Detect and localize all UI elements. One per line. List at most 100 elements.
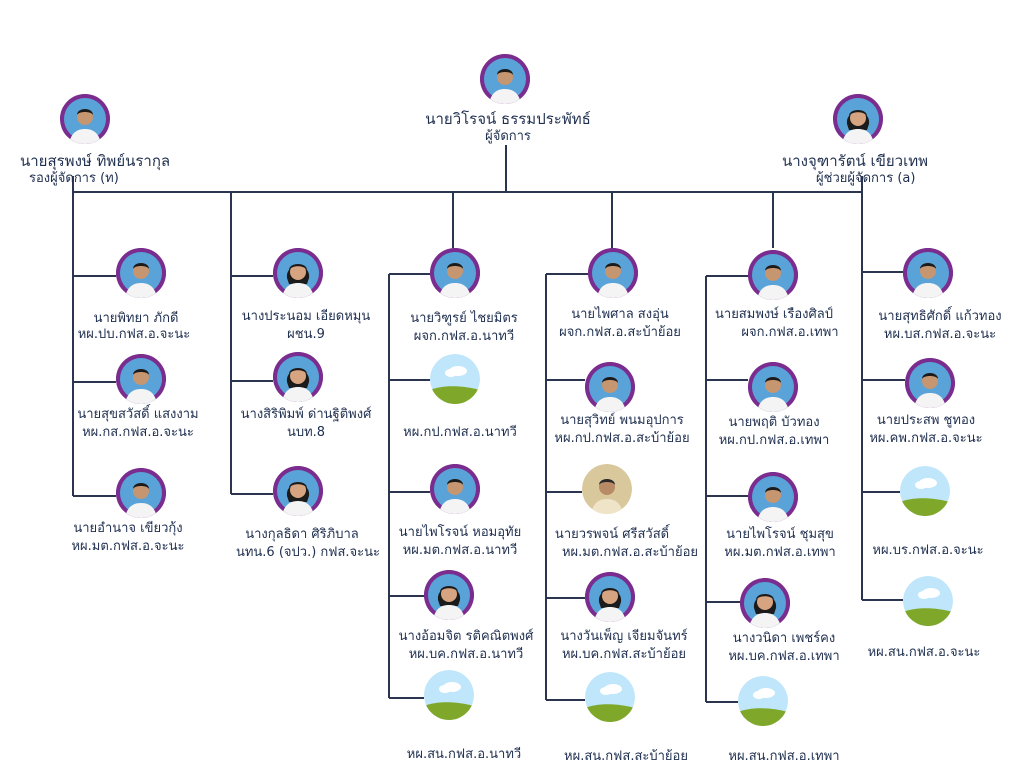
male-portrait-icon [748, 250, 798, 300]
position-title: หผ.สน.กฟส.อ.เทพา [728, 749, 840, 764]
female-portrait-icon [740, 578, 790, 628]
person-title: หผ.มต.กฟส.อ.สะบ้าย้อย [561, 545, 699, 560]
placeholder-landscape-icon [903, 576, 953, 626]
person-name: นางอ้อมจิต รติคณิตพงศ์ [398, 629, 534, 644]
person-photo [748, 472, 798, 522]
person-name: นายพิทยา ภักดี [93, 311, 179, 326]
male-portrait-icon [430, 464, 480, 514]
female-portrait-icon [585, 572, 635, 622]
female-portrait-icon [273, 352, 323, 402]
person-title: หผ.กส.กฟส.อ.จะนะ [82, 425, 194, 440]
deputy-title: รองผู้จัดการ (ท) [29, 171, 119, 186]
person-name: นางวันเพ็ญ เจียมจันทร์ [560, 629, 688, 644]
person-title: ผชน.9 [287, 327, 325, 342]
person-title: นทน.6 (จปว.) กฟส.จะนะ [235, 545, 381, 560]
person-photo [585, 362, 635, 412]
male-portrait-icon [116, 248, 166, 298]
female-portrait-icon [273, 466, 323, 516]
person-title: หผ.ปบ.กฟส.อ.จะนะ [77, 327, 191, 342]
person-name: นายสุทธิศักดิ์ แก้วทอง [878, 309, 1002, 324]
person-photo [903, 248, 953, 298]
person-photo [116, 248, 166, 298]
person-title: ผจก.กฟส.อ.นาทวี [413, 329, 515, 344]
person-photo [905, 358, 955, 408]
person-name: นายอำนาจ เขียวกุ้ง [73, 521, 183, 536]
male-portrait-icon [585, 362, 635, 412]
person-name: นายวรพจน์ ศรีสวัสดิ์ [554, 527, 670, 542]
person-photo [582, 464, 632, 514]
person-title: หผ.กป.กฟส.อ.สะบ้าย้อย [554, 431, 690, 446]
position-title: หผ.สน.กฟส.อ.จะนะ [867, 645, 981, 660]
person-name: นางสิริพิมพ์ ด่านฐิติพงศ์ [240, 407, 372, 422]
person-name: นายสุขสวัสดิ์ แสงงาม [77, 407, 199, 422]
male-portrait-icon [116, 468, 166, 518]
person-name: นายไพโรจน์ ชุมสุข [726, 527, 834, 542]
female-portrait-icon [833, 94, 883, 144]
assistant-title: ผู้ช่วยผู้จัดการ (a) [816, 171, 916, 186]
placeholder-landscape-icon [430, 354, 480, 404]
deputy-photo [60, 94, 110, 144]
person-name: นายพฤติ บัวทอง [728, 415, 820, 430]
position-title: หผ.บร.กฟส.อ.จะนะ [872, 543, 984, 558]
person-title: หผ.กป.กฟส.อ.เทพา [718, 433, 830, 448]
person-photo [748, 362, 798, 412]
person-title: หผ.บค.กฟส.สะบ้าย้อย [561, 647, 687, 662]
male-portrait-icon [480, 54, 530, 104]
male-portrait-icon [116, 354, 166, 404]
person-photo [585, 572, 635, 622]
position-title: หผ.สน.กฟส.อ.นาทวี [406, 747, 522, 762]
male-portrait-icon [430, 248, 480, 298]
manager-name: นายวิโรจน์ ธรรมประพัทธ์ [425, 110, 591, 128]
assistant-photo [833, 94, 883, 144]
male-portrait-icon [905, 358, 955, 408]
person-title: ผจก.กฟส.อ.เทพา [741, 325, 839, 340]
person-name: นางวนิดา เพชร์คง [732, 631, 836, 646]
person-title: หผ.คพ.กฟส.อ.จะนะ [869, 431, 983, 446]
position-title: หผ.สน.กฟส.สะบ้าย้อย [564, 749, 688, 764]
male-portrait-icon [748, 472, 798, 522]
person-photo [273, 248, 323, 298]
person-name: นางประนอม เอียดหมุน [241, 309, 371, 324]
person-title: หผ.มต.กฟส.อ.นาทวี [402, 543, 518, 558]
person-photo [430, 248, 480, 298]
male-portrait-icon [60, 94, 110, 144]
person-title: หผ.มต.กฟส.อ.จะนะ [71, 539, 185, 554]
person-photo [116, 468, 166, 518]
manager-photo [480, 54, 530, 104]
placeholder-landscape-icon [585, 672, 635, 722]
person-name: นายไพโรจน์ หอมอุทัย [398, 525, 522, 540]
person-photo [273, 466, 323, 516]
male-portrait-icon [903, 248, 953, 298]
person-photo [430, 464, 480, 514]
placeholder-landscape-icon [424, 670, 474, 720]
person-photo [740, 578, 790, 628]
male-portrait-icon [588, 248, 638, 298]
person-name: นายประสพ ชูทอง [876, 413, 976, 428]
male-portrait-icon [748, 362, 798, 412]
position-title: หผ.กป.กฟส.อ.นาทวี [403, 425, 517, 440]
person-name: นางกุลธิดา ศิริภิบาล [245, 527, 359, 542]
female-portrait-icon [424, 570, 474, 620]
person-title: หผ.บค.กฟส.อ.นาทวี [408, 647, 524, 662]
person-photo [588, 248, 638, 298]
person-photo [424, 570, 474, 620]
person-title: ผจก.กฟส.อ.สะบ้าย้อย [559, 325, 681, 340]
person-title: หผ.บค.กฟส.อ.เทพา [728, 649, 840, 664]
deputy-name: นายสุรพงษ์ ทิพย์นรากุล [20, 152, 171, 170]
person-name: นายไพศาล สงอุ่น [571, 307, 669, 322]
female-portrait-icon [273, 248, 323, 298]
person-name: นายสุวิทย์ พนมอุปการ [560, 413, 684, 428]
placeholder-landscape-icon [738, 676, 788, 726]
male-portrait-icon [582, 464, 632, 514]
person-photo [273, 352, 323, 402]
person-name: นายวิฑูรย์ ไชยมิตร [410, 311, 518, 326]
placeholder-landscape-icon [900, 466, 950, 516]
manager-title: ผู้จัดการ [485, 129, 531, 144]
person-title: นบท.8 [286, 425, 326, 440]
person-title: หผ.บส.กฟส.อ.จะนะ [883, 327, 997, 342]
assistant-name: นางจุฑารัตน์ เขียวเทพ [782, 152, 928, 170]
person-title: หผ.มต.กฟส.อ.เทพา [724, 545, 836, 560]
person-photo [748, 250, 798, 300]
person-name: นายสมพงษ์ เรืองศิลป์ [715, 307, 833, 322]
